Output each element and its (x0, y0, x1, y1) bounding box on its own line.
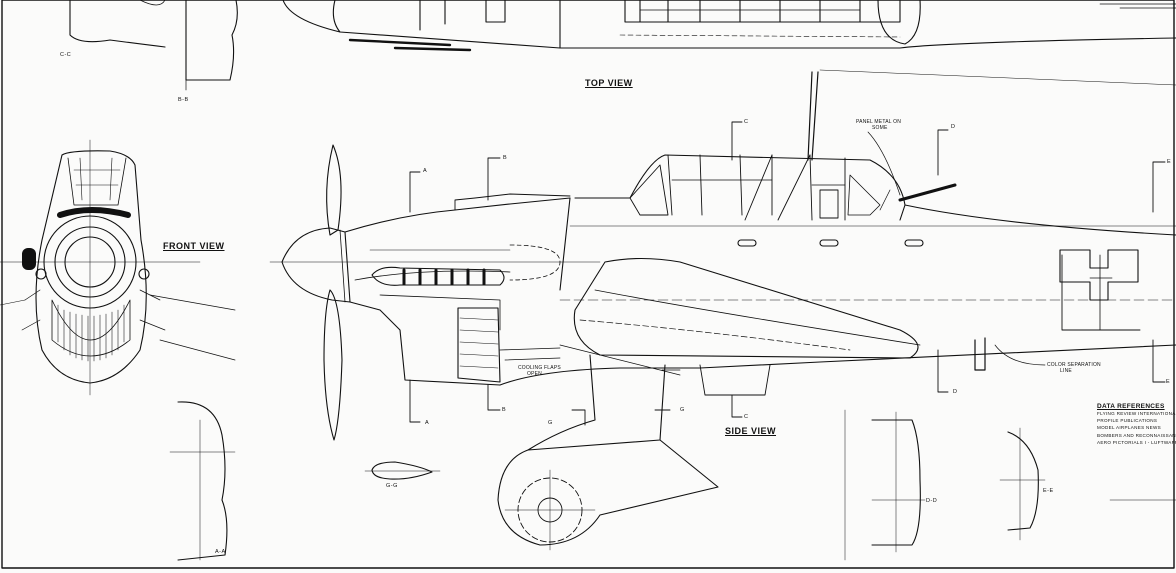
marker-a-top: A (423, 168, 428, 174)
marker-g-left: G (548, 420, 553, 426)
section-markers (409, 121, 1166, 426)
marker-g-right: G (680, 407, 685, 413)
section-bb-label: B-B (178, 97, 189, 103)
data-references-heading: DATA REFERENCES (1097, 403, 1165, 410)
marker-e-top: E (1167, 159, 1172, 165)
section-ee-label: E-E (1043, 488, 1054, 494)
marker-e-bottom: E (1166, 379, 1171, 385)
section-cc-label: C-C (60, 52, 72, 58)
data-reference-item: BOMBERS AND RECONNAISSANCE (1097, 432, 1176, 438)
section-bb-outline (185, 0, 238, 91)
marker-d-bottom: D (953, 389, 958, 395)
data-reference-item: AERO PICTORIALS I - LUFTWAFFE (1097, 439, 1176, 445)
data-reference-item: FLYING REVIEW INTERNATIONAL (1097, 411, 1176, 416)
section-dd-outline (871, 411, 926, 553)
section-gg-label: G-G (386, 483, 398, 489)
top-view-fuselage (282, 0, 1176, 52)
data-reference-item: PROFILE PUBLICATIONS (1097, 418, 1158, 424)
section-ee-outline (999, 427, 1046, 541)
section-aa-outline (169, 401, 236, 561)
section-aa-label: A-A (215, 549, 226, 555)
front-view-drawing (0, 139, 236, 396)
cooling-flaps-note-line2: OPEN (527, 371, 542, 377)
guide-lines (819, 69, 1176, 561)
cooling-flaps-note-line1: COOLING FLAPS (518, 365, 561, 371)
color-separation-note-line1: COLOR SEPARATION (1047, 362, 1101, 368)
panel-metal-note-line2: SOME (872, 125, 888, 131)
marker-c-bottom: C (744, 414, 749, 420)
data-reference-item: MODEL AIRPLANES NEWS (1097, 425, 1162, 431)
side-view-title: SIDE VIEW (725, 426, 777, 436)
front-view-title: FRONT VIEW (163, 241, 225, 251)
section-cc-outline (69, 0, 166, 48)
section-gg-airfoil (364, 461, 441, 480)
section-dd-label: D-D (926, 498, 938, 504)
marker-c-top: C (744, 119, 749, 125)
marker-a-bottom: A (425, 420, 430, 426)
marker-b-bottom: B (502, 407, 507, 413)
marker-d-top: D (951, 124, 956, 130)
data-references-block: DATA REFERENCES FLYING REVIEW INTERNATIO… (1097, 403, 1176, 446)
side-view-aircraft (269, 71, 1176, 551)
marker-b-top: B (503, 155, 508, 161)
color-separation-note-line2: LINE (1060, 368, 1072, 374)
top-view-title: TOP VIEW (585, 78, 633, 88)
panel-metal-note-line1: PANEL METAL ON (856, 119, 902, 125)
